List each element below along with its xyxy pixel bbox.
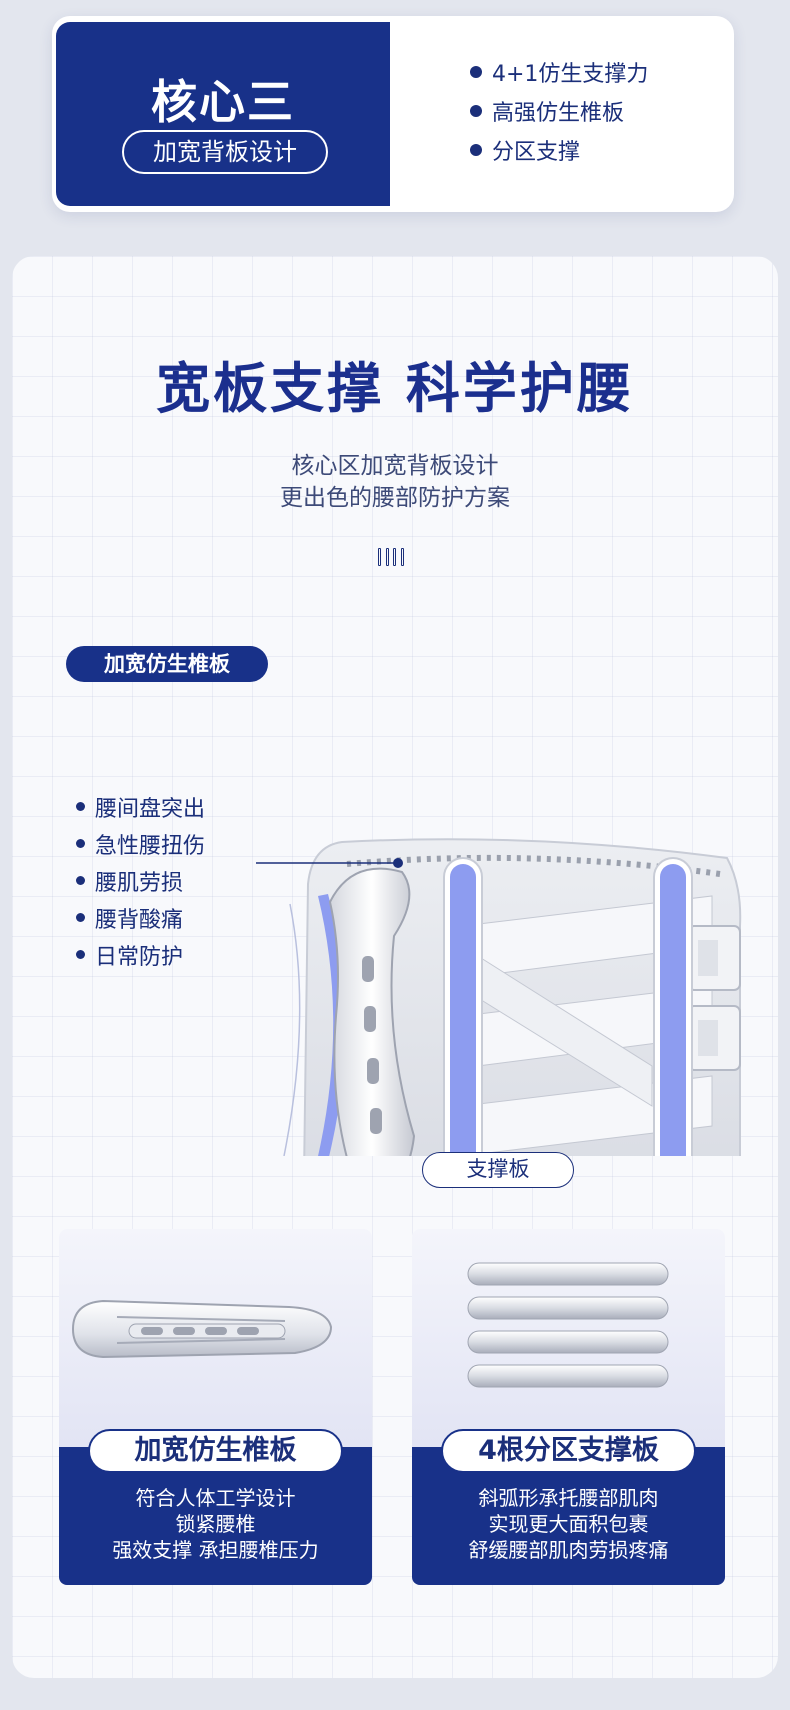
core-feature-text: 分区支撑 xyxy=(492,139,581,165)
main-subline: 核心区加宽背板设计 xyxy=(291,453,499,479)
feature-card-desc: 斜弧形承托腰部肌肉 实现更大面积包裹 舒缓腰部肌肉劳损疼痛 xyxy=(412,1485,725,1563)
bullet-dot-icon xyxy=(76,802,85,811)
callout-dot-icon xyxy=(393,858,403,868)
bullet-dot-icon xyxy=(76,876,85,885)
symptom-item: 腰间盘突出 xyxy=(76,788,205,825)
feature-desc-line: 强效支撑 承担腰椎压力 xyxy=(112,1538,319,1562)
symptom-text: 腰肌劳损 xyxy=(95,870,184,896)
feature-card-desc: 符合人体工学设计 锁紧腰椎 强效支撑 承担腰椎压力 xyxy=(59,1485,372,1563)
symptom-text: 日常防护 xyxy=(95,944,184,970)
core-feature-item: 4+1仿生支撑力 xyxy=(470,52,648,91)
symptom-list: 腰间盘突出 急性腰扭伤 腰肌劳损 腰背酸痛 日常防护 xyxy=(76,788,205,973)
feature-desc-line: 实现更大面积包裹 xyxy=(488,1512,649,1536)
core-feature-text: 4+1仿生支撑力 xyxy=(492,61,649,87)
core-feature-subtitle: 加宽背板设计 xyxy=(122,130,328,174)
bionic-plate-tag: 加宽仿生椎板 xyxy=(66,646,268,682)
support-bar xyxy=(450,864,476,1156)
symptom-item: 腰肌劳损 xyxy=(76,862,205,899)
feature-image xyxy=(59,1229,372,1447)
core-feature-item: 分区支撑 xyxy=(470,130,648,169)
support-plates-image xyxy=(467,1262,669,1388)
feature-image xyxy=(412,1229,725,1447)
main-product-panel: 宽板支撑 科学护腰 核心区加宽背板设计 更出色的腰部防护方案 xyxy=(12,256,778,1678)
bullet-dot-icon xyxy=(470,143,482,156)
bullet-dot-icon xyxy=(76,950,85,959)
feature-card-title: 4根分区支撑板 xyxy=(441,1429,696,1473)
symptom-text: 腰间盘突出 xyxy=(95,796,206,822)
main-subline: 更出色的腰部防护方案 xyxy=(280,485,510,511)
core-feature-text: 高强仿生椎板 xyxy=(492,100,625,126)
scroll-hint-icon xyxy=(378,548,404,566)
support-bar xyxy=(660,864,686,1156)
feature-card-title: 加宽仿生椎板 xyxy=(88,1429,343,1473)
feature-desc-line: 斜弧形承托腰部肌肉 xyxy=(478,1486,659,1510)
core-feature-title: 核心三 xyxy=(151,75,295,129)
feature-desc-line: 锁紧腰椎 xyxy=(175,1512,256,1536)
main-headline: 宽板支撑 科学护腰 xyxy=(156,357,634,420)
symptom-item: 日常防护 xyxy=(76,936,205,973)
support-plate-label: 支撑板 xyxy=(422,1152,574,1188)
core-feature-banner: 核心三 加宽背板设计 xyxy=(56,22,390,206)
bullet-dot-icon xyxy=(76,913,85,922)
bullet-dot-icon xyxy=(470,65,482,78)
symptom-text: 腰背酸痛 xyxy=(95,907,184,933)
core-feature-card: 核心三 加宽背板设计 4+1仿生支撑力 高强仿生椎板 分区支撑 xyxy=(52,16,734,212)
symptom-item: 腰背酸痛 xyxy=(76,899,205,936)
feature-desc-line: 符合人体工学设计 xyxy=(135,1486,296,1510)
feature-desc-line: 舒缓腰部肌肉劳损疼痛 xyxy=(468,1538,669,1562)
core-feature-list: 4+1仿生支撑力 高强仿生椎板 分区支撑 xyxy=(470,52,648,169)
core-feature-item: 高强仿生椎板 xyxy=(470,91,648,130)
bullet-dot-icon xyxy=(470,104,482,117)
symptom-text: 急性腰扭伤 xyxy=(95,833,206,859)
back-brace-illustration xyxy=(256,838,742,1156)
bullet-dot-icon xyxy=(76,839,85,848)
bionic-plate-image xyxy=(71,1299,333,1359)
symptom-item: 急性腰扭伤 xyxy=(76,825,205,862)
feature-card-bionic-plate: 加宽仿生椎板 符合人体工学设计 锁紧腰椎 强效支撑 承担腰椎压力 xyxy=(59,1229,372,1585)
feature-card-support-plates: 4根分区支撑板 斜弧形承托腰部肌肉 实现更大面积包裹 舒缓腰部肌肉劳损疼痛 xyxy=(412,1229,725,1585)
